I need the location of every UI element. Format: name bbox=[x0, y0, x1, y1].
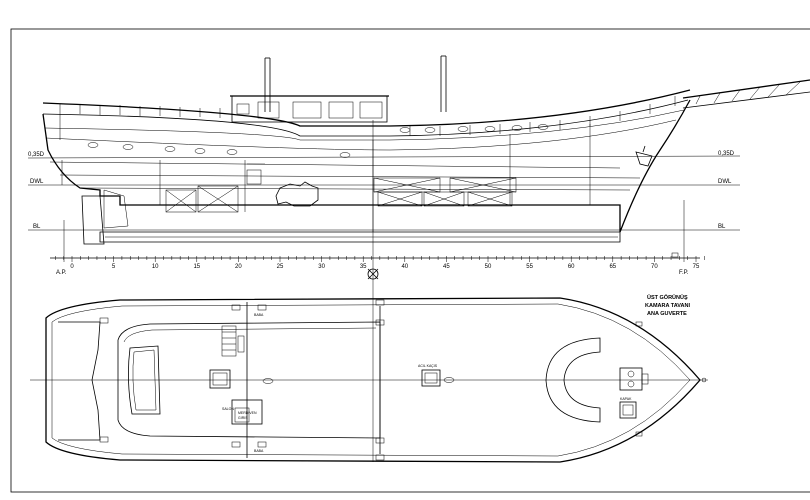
deck-vent-fwd bbox=[443, 377, 455, 383]
bowsprit bbox=[682, 79, 810, 109]
scale-label: 40 bbox=[401, 264, 408, 270]
anchor-icon bbox=[635, 145, 653, 167]
label-bl-left: BL bbox=[33, 224, 41, 230]
legend-line-3: ANA GUVERTE bbox=[647, 311, 687, 317]
label-dwl-right: DWL bbox=[718, 179, 732, 185]
scale-label: 55 bbox=[526, 264, 533, 270]
rail-stanchions bbox=[59, 96, 676, 136]
rudder bbox=[81, 189, 129, 245]
bow-hatch-label: KAPAK bbox=[620, 397, 632, 401]
label-035d-right: 0,35D bbox=[718, 151, 735, 157]
aft-hatch bbox=[209, 369, 231, 389]
sheer-rail bbox=[42, 89, 691, 127]
windlass bbox=[619, 367, 649, 391]
scale-label: 0 bbox=[70, 264, 74, 270]
label-ap: A.P. bbox=[56, 270, 67, 276]
keel bbox=[99, 231, 621, 243]
deck-vent-aft bbox=[262, 378, 274, 384]
tanks bbox=[165, 177, 517, 213]
bowsprit-rail bbox=[695, 81, 801, 105]
view-legend: ÜST GÖRÜNÜŞ KAMARA TAVANI ANA GUVERTE bbox=[645, 294, 690, 317]
skylight-inner bbox=[132, 349, 157, 411]
scale-label: 35 bbox=[360, 264, 367, 270]
wheelhouse bbox=[230, 95, 389, 123]
companionway-stairs bbox=[221, 325, 245, 357]
cleat-label-2: BABA bbox=[254, 449, 264, 453]
cleat-label-1: BABA bbox=[254, 313, 264, 317]
plan-view: SALON MERDIVEN GIRIS ACIL KAÇIS KAP bbox=[30, 297, 708, 463]
portholes-lower bbox=[87, 142, 351, 158]
station-scale-labels: 0 5 10 15 20 25 30 35 40 45 50 55 60 65 70 75 bbox=[70, 264, 700, 270]
fore-mast bbox=[440, 55, 447, 112]
bow-fairlead bbox=[701, 377, 707, 383]
bow-hatch bbox=[619, 401, 637, 419]
label-dwl-left: DWL bbox=[30, 179, 44, 185]
label-fp: F.P. bbox=[679, 270, 689, 276]
portholes-upper bbox=[399, 124, 549, 133]
stern-cabin-lines bbox=[59, 114, 265, 185]
scale-label: 70 bbox=[651, 264, 658, 270]
scale-label: 5 bbox=[112, 264, 116, 270]
hull-strakes bbox=[45, 119, 677, 191]
console-note-2: MERDIVEN bbox=[238, 411, 257, 415]
scale-label: 30 bbox=[318, 264, 325, 270]
label-bl-right: BL bbox=[718, 224, 726, 230]
console-note-3: GIRIS bbox=[238, 416, 248, 420]
skylight bbox=[128, 345, 161, 415]
engine bbox=[275, 181, 319, 207]
mid-hatch bbox=[421, 369, 441, 387]
deckhouse-inner bbox=[123, 327, 377, 343]
console-note-1: SALON bbox=[222, 407, 234, 411]
midship-symbol bbox=[367, 268, 379, 280]
aft-cockpit bbox=[58, 321, 101, 441]
sheer-rail-lower bbox=[42, 99, 689, 137]
legend-line-2: KAMARA TAVANI bbox=[645, 303, 690, 309]
reference-lines bbox=[27, 155, 741, 231]
wheelhouse-console bbox=[231, 399, 263, 425]
drawing-border bbox=[10, 28, 810, 493]
bow-seating bbox=[545, 337, 601, 423]
legend-line-1: ÜST GÖRÜNÜŞ bbox=[647, 294, 688, 301]
scale-label: 15 bbox=[193, 264, 200, 270]
scale-label: 20 bbox=[235, 264, 242, 270]
console-hatch bbox=[234, 407, 250, 423]
scale-label: 60 bbox=[568, 264, 575, 270]
scale-label: 45 bbox=[443, 264, 450, 270]
scale-label: 65 bbox=[609, 264, 616, 270]
scale-label: 50 bbox=[485, 264, 492, 270]
profile-view: 0,35D 0,35D DWL DWL BL BL 0 5 10 15 20 25 30 35… bbox=[27, 55, 810, 276]
scale-label: 75 bbox=[693, 264, 700, 270]
hull-outline bbox=[42, 99, 691, 233]
scale-label: 10 bbox=[152, 264, 159, 270]
mid-hatch-label: ACIL KAÇIS bbox=[418, 364, 438, 368]
cleats bbox=[99, 299, 643, 461]
aft-mast bbox=[264, 57, 271, 112]
fp-marker bbox=[671, 252, 679, 258]
label-035d-left: 0,35D bbox=[28, 152, 45, 158]
scale-label: 25 bbox=[277, 264, 284, 270]
station-scale bbox=[50, 256, 705, 262]
deck-line bbox=[44, 109, 685, 141]
